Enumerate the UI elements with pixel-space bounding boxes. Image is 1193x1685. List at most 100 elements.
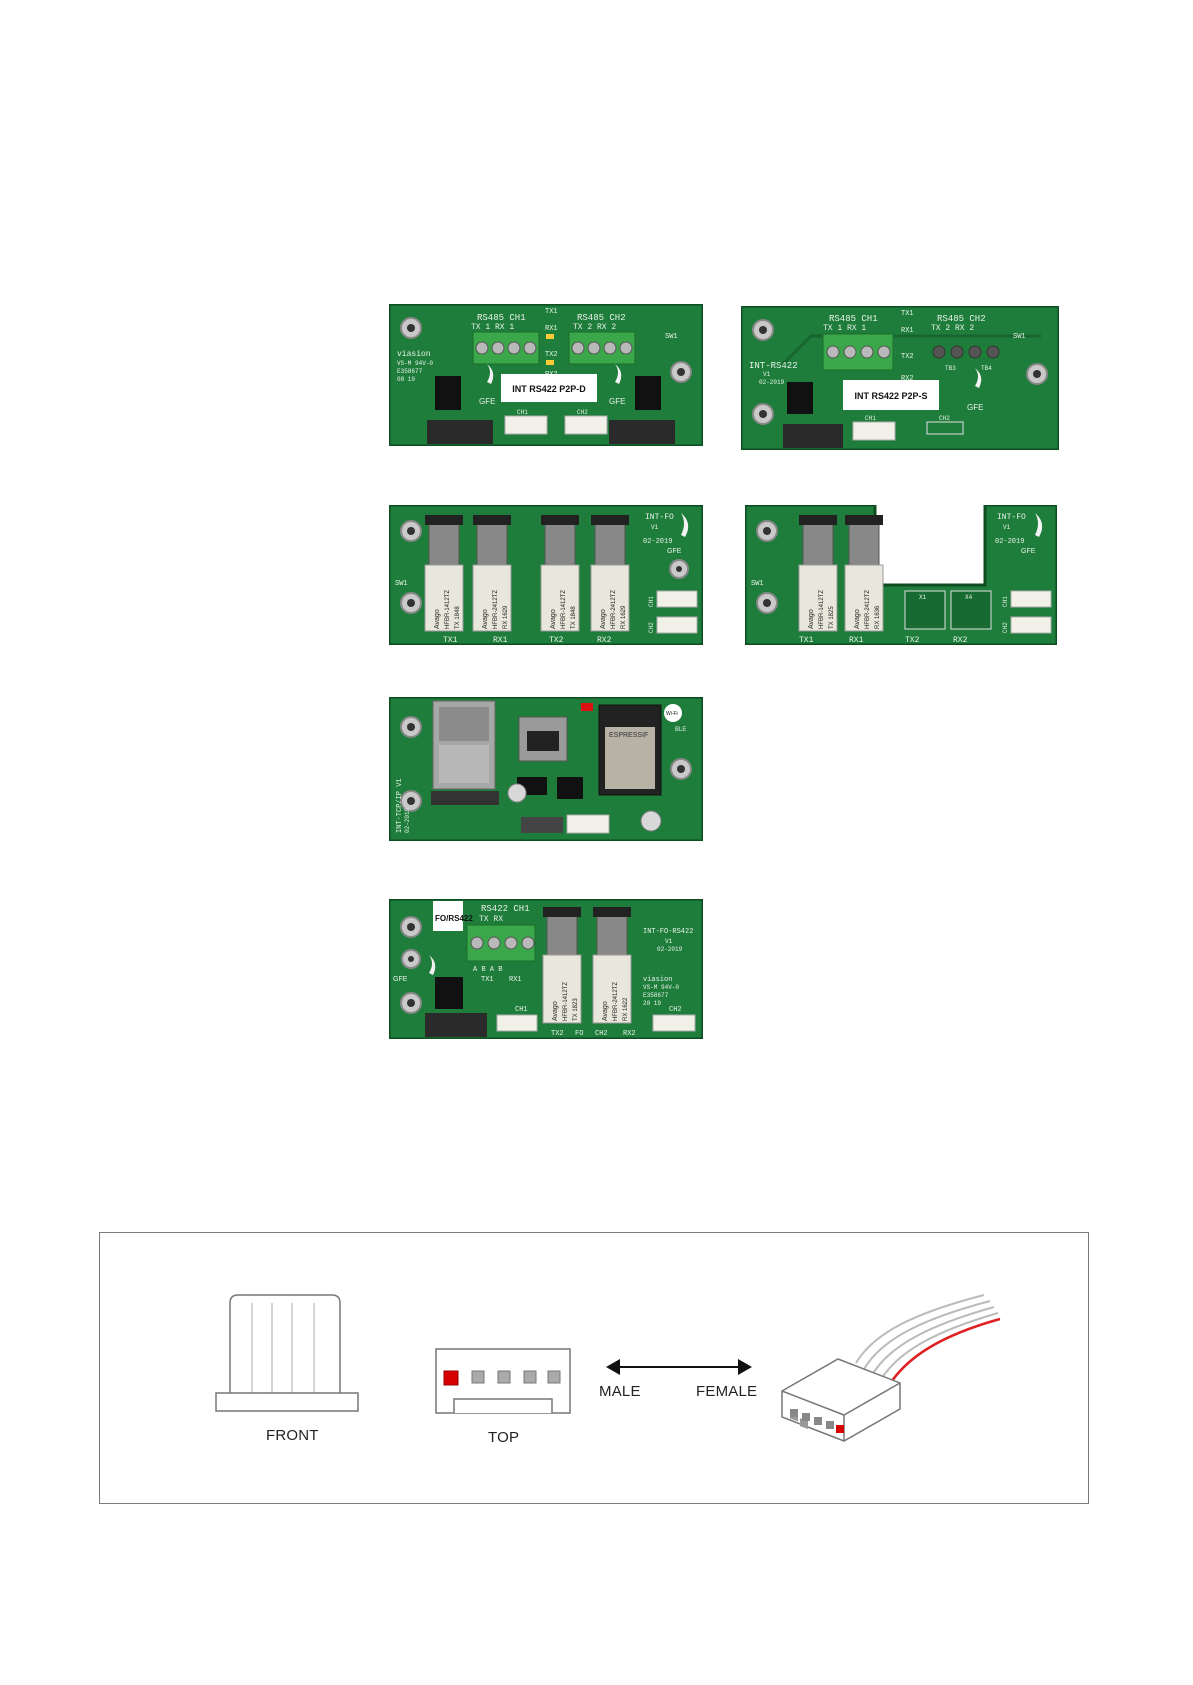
p2p-s-header-ch1: RS485 CH1: [829, 314, 878, 324]
fo-sw1: SW1: [395, 580, 408, 588]
fo-module-4-code: RX 1629: [621, 605, 627, 629]
p2p-s-pins: TX 1 RX 1: [823, 324, 866, 333]
fo-half-date: 02-2019: [995, 538, 1024, 546]
fo-rs422-rating: VS-M 94V-0: [643, 984, 679, 991]
p2p-s-date: 02-2019: [759, 379, 785, 386]
fo-half-module-2-brand: Avago: [854, 609, 861, 629]
fo-rs422-module-1: [542, 907, 582, 1024]
board-int-fo-rs422: FO/RS422 RS422 CH1 TX RX A B A B TX1 RX1…: [389, 899, 703, 1039]
fo-module-2: [472, 515, 512, 632]
fo-half-x4: X4: [965, 594, 973, 601]
female-label: FEMALE: [696, 1383, 758, 1400]
fo-tx2: TX2: [549, 636, 564, 645]
p2p-s-rx1: RX1: [901, 327, 914, 335]
fo-module-1-brand: Avago: [434, 609, 441, 629]
p2p-d-code: E358677: [397, 368, 423, 375]
fo-rs422-ch2: CH2: [669, 1006, 682, 1014]
fo-half-ch2: CH2: [1002, 622, 1009, 633]
fo-rs422-module-2-brand: Avago: [602, 1001, 609, 1021]
board-fo-image: SW1 Avago HFBR-1412TZ TX 1848 Avago HFBR…: [389, 505, 703, 645]
board-int-fo-half: SW1 Avago HFBR-1412TZ TX 1825 Avago HFBR…: [745, 505, 1057, 645]
fo-ch2: CH2: [648, 622, 655, 633]
fo-module-2-code: RX 1629: [503, 605, 509, 629]
fo-rs422-ch2-lbl: CH2: [595, 1030, 608, 1038]
p2p-d-tx2: TX2: [545, 351, 558, 359]
p2p-d-brand: viasion: [397, 350, 431, 359]
p2p-s-pins2: TX 2 RX 2: [931, 324, 974, 333]
fo-rs422-rx2: RX2: [623, 1030, 636, 1038]
fo-rx2: RX2: [597, 636, 612, 645]
fo-rs422-module-1-part: HFBR-1412TZ: [563, 982, 569, 1021]
fo-half-version: V1: [1003, 524, 1011, 531]
fo-half-module-1: [798, 515, 838, 632]
fo-module-2-part: HFBR-2412TZ: [493, 590, 499, 629]
p2p-d-rating: VS-M 94V-0: [397, 360, 433, 367]
fo-half-module-1-code: TX 1825: [829, 606, 835, 629]
fo-half-rx1: RX1: [849, 636, 864, 645]
board-fo-rs422-image: FO/RS422 RS422 CH1 TX RX A B A B TX1 RX1…: [389, 899, 703, 1039]
fo-gfe: GFE: [667, 548, 682, 555]
fo-module-1-code: TX 1848: [455, 606, 461, 629]
board-int-rs422-p2p-d: RS485 CH1 RS485 CH2 TX 1 RX 1 TX 2 RX 2 …: [389, 304, 703, 446]
female-connector-illustration: [781, 1294, 1001, 1442]
tcpip-model: INT-TCP/IP V1: [396, 778, 404, 833]
fo-rs422-brand: viasion: [643, 976, 672, 984]
connector-top-view: [435, 1348, 571, 1414]
fo-ch1: CH1: [648, 596, 655, 607]
connector-diagram-panel: FRONT TOP MALE FEMALE: [99, 1232, 1089, 1504]
fo-module-3: [540, 515, 580, 632]
tcpip-wifi: Wi-Fi: [666, 711, 678, 717]
fo-rs422-module-1-brand: Avago: [552, 1001, 559, 1021]
fo-half-module-1-part: HFBR-1412TZ: [819, 590, 825, 629]
p2p-s-header-ch2: RS485 CH2: [937, 314, 986, 324]
p2p-d-ch1: CH1: [517, 409, 528, 416]
fo-date: 02-2019: [643, 538, 672, 546]
connector-front-view: [215, 1294, 359, 1412]
tcpip-ble: BLE: [675, 727, 686, 733]
p2p-s-model: INT-RS422: [749, 361, 798, 371]
p2p-d-gfe-right: GFE: [609, 397, 625, 406]
board-tcpip-image: ESPRESSIF Wi-Fi BLE INT-TCP/IP V1 02-201…: [389, 697, 703, 841]
fo-module-3-part: HFBR-1412TZ: [561, 590, 567, 629]
fo-rs422-model: INT-FO-RS422: [643, 928, 693, 936]
board-int-rs422-p2p-s: RS485 CH1 RS485 CH2 TX 1 RX 1 TX 2 RX 2 …: [741, 306, 1059, 450]
fo-half-ch1: CH1: [1002, 596, 1009, 607]
p2p-s-sw1: SW1: [1013, 333, 1026, 341]
fo-rs422-module-2-code: RX 1622: [623, 997, 629, 1021]
double-arrow-icon: [606, 1359, 752, 1375]
p2p-d-pins-ch1: TX 1 RX 1: [471, 323, 514, 332]
fo-half-gfe: GFE: [1021, 548, 1036, 555]
fo-half-module-2: [844, 515, 884, 632]
fo-half-tx1: TX1: [799, 636, 814, 645]
fo-rs422-code: E358677: [643, 992, 669, 999]
p2p-s-gfe: GFE: [967, 403, 983, 412]
fo-module-4: [590, 515, 630, 632]
fo-rs422-module-1-code: TX 1823: [573, 998, 579, 1021]
p2p-d-date: 08 19: [397, 376, 415, 383]
fo-rs422-header: RS422 CH1: [481, 904, 530, 914]
fo-rs422-rx1: RX1: [509, 976, 522, 984]
pin-1-marker: [443, 1370, 459, 1386]
fo-half-rx2: RX2: [953, 636, 968, 645]
p2p-d-header-ch2: RS485 CH2: [577, 313, 626, 323]
p2p-s-tb4: TB4: [981, 365, 992, 372]
fo-half-tx2: TX2: [905, 636, 920, 645]
fo-rs422-fo: FO: [575, 1030, 583, 1038]
fo-rs422-module-2: [592, 907, 632, 1024]
fo-rx1: RX1: [493, 636, 508, 645]
p2p-s-tx1: TX1: [901, 310, 914, 318]
p2p-s-tx2: TX2: [901, 353, 914, 361]
p2p-s-ch1: CH1: [865, 415, 876, 422]
p2p-s-product-label: INT RS422 P2P-S: [854, 391, 927, 401]
fo-module-3-code: TX 1848: [571, 606, 577, 629]
board-p2p-s-image: RS485 CH1 RS485 CH2 TX 1 RX 1 TX 2 RX 2 …: [741, 306, 1059, 450]
fo-rs422-date2: 20 19: [643, 1000, 661, 1007]
fo-rs422-version: V1: [665, 938, 673, 945]
fo-module-4-part: HFBR-2412TZ: [611, 590, 617, 629]
fo-tx1: TX1: [443, 636, 458, 645]
female-pin-1-marker: [836, 1425, 844, 1433]
fo-half-module-1-brand: Avago: [808, 609, 815, 629]
p2p-s-rx2: RX2: [901, 375, 914, 383]
fo-module-3-brand: Avago: [550, 609, 557, 629]
fo-version: V1: [651, 524, 659, 531]
